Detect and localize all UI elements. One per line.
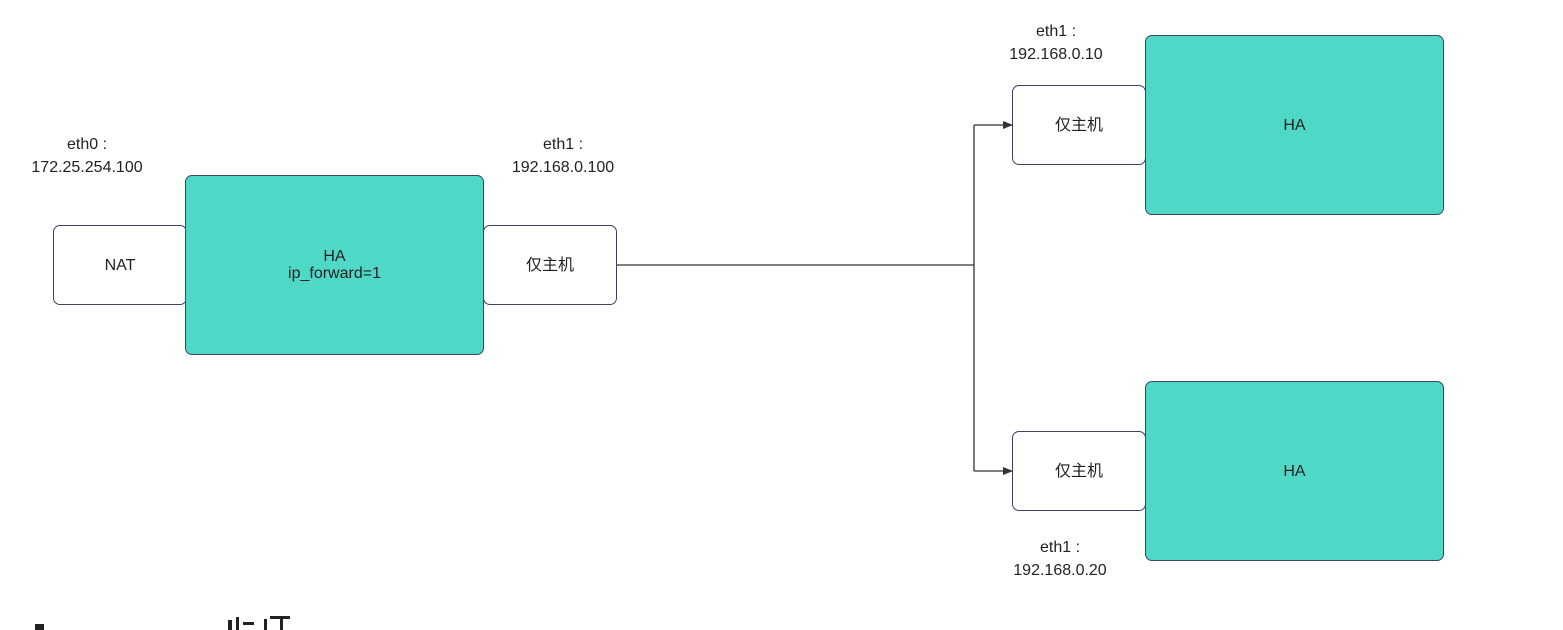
hostonly-adapter-box-top[interactable]: 仅主机	[1012, 85, 1146, 165]
ha-gateway-title: HA	[323, 248, 346, 265]
ha-node-label-top: HA	[1283, 116, 1306, 134]
eth0-name: eth0 :	[66, 136, 108, 153]
eth0-ip: 172.25.254.100	[31, 159, 143, 176]
eth1-label-left: eth1 : 192.168.0.100	[488, 133, 638, 179]
hostonly-adapter-label-bottom: 仅主机	[1054, 462, 1103, 480]
ha-node-label-bottom: HA	[1283, 462, 1306, 480]
eth1-name-bottom: eth1 :	[1039, 539, 1081, 556]
eth1-name-top: eth1 :	[1035, 23, 1077, 40]
ha-gateway-box[interactable]: HA ip_forward=1	[185, 175, 484, 355]
ha-node-box-top[interactable]: HA	[1145, 35, 1444, 215]
hostonly-adapter-label-top: 仅主机	[1054, 116, 1103, 134]
eth1-ip-left: 192.168.0.100	[511, 159, 615, 176]
eth0-label: eth0 : 172.25.254.100	[12, 133, 162, 179]
eth1-ip-bottom: 192.168.0.20	[1013, 562, 1107, 579]
eth1-name-left: eth1 :	[542, 136, 584, 153]
hostonly-adapter-box-left[interactable]: 仅主机	[483, 225, 617, 305]
nat-adapter-box[interactable]: NAT	[53, 225, 187, 305]
ha-gateway-subtitle: ip_forward=1	[288, 265, 381, 282]
cropped-heading-fragment	[0, 612, 360, 630]
nat-adapter-label: NAT	[104, 256, 136, 274]
eth1-label-bottom: eth1 : 192.168.0.20	[985, 536, 1135, 582]
ha-node-box-bottom[interactable]: HA	[1145, 381, 1444, 561]
eth1-label-top: eth1 : 192.168.0.10	[981, 20, 1131, 66]
eth1-ip-top: 192.168.0.10	[1009, 46, 1103, 63]
hostonly-adapter-label-left: 仅主机	[525, 256, 574, 274]
hostonly-adapter-box-bottom[interactable]: 仅主机	[1012, 431, 1146, 511]
